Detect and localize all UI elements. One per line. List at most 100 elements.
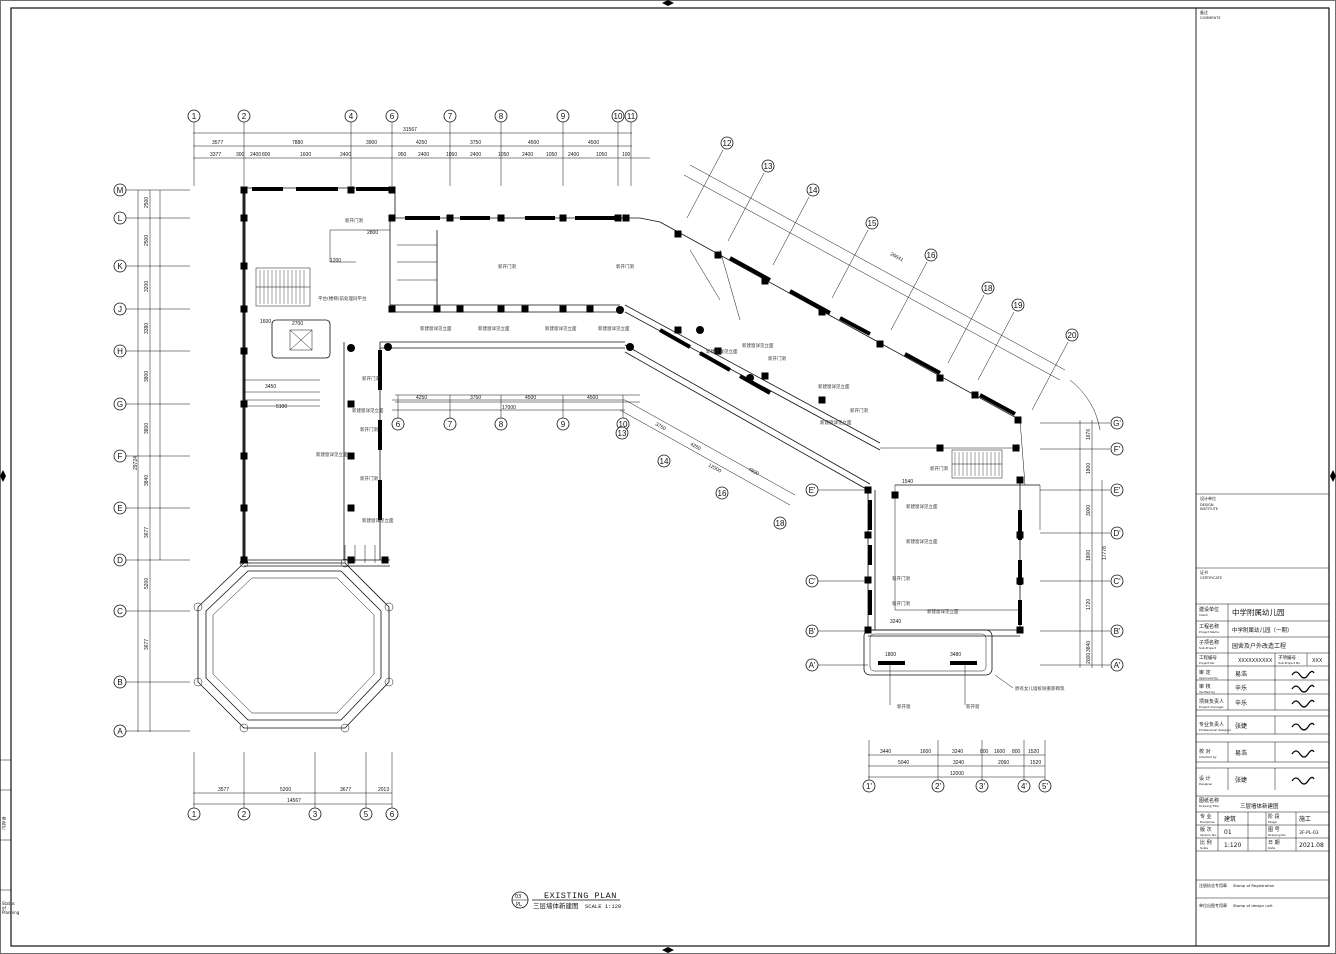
grid-axis-diag-20: 20 <box>1065 328 1079 342</box>
tb-subproject_label_en: Sub-Project <box>1199 646 1217 650</box>
dim-top2-3: 800 <box>262 152 271 158</box>
tb-approved_label_en: Approved by <box>1199 676 1218 680</box>
grid-axis-right-6: A' <box>1110 658 1124 672</box>
dim-top2-15: 100 <box>622 152 631 158</box>
column-46 <box>1016 531 1024 539</box>
tb-cert-en: CERTIFICATE <box>1200 576 1222 580</box>
dim-left-1: 2500 <box>144 235 150 246</box>
tb-discipline-label: 专 业 <box>1200 813 1212 820</box>
column-42 <box>864 531 872 539</box>
dim-top2-12: 1050 <box>546 152 557 158</box>
column-13 <box>497 214 505 222</box>
grid-axis-left-J: J <box>113 302 127 316</box>
tb-pm_label_en: Project manager <box>1199 705 1224 709</box>
center-mark-top <box>662 0 674 6</box>
signature-mark-1 <box>1291 684 1315 693</box>
grid-axis-rb-2-label: 3' <box>979 782 985 791</box>
grid-axis-left-A-label: A <box>117 727 123 736</box>
tb-date-label-en: Date <box>1268 846 1275 850</box>
dim-right-4: 1720 <box>1086 599 1092 610</box>
tb-designer: 张婕 <box>1235 776 1247 784</box>
column-round-1 <box>384 343 392 351</box>
grid-axis-top-11: 11 <box>624 109 638 123</box>
grid-axis-rb-3: 4' <box>1017 779 1031 793</box>
grid-axis-diag-12: 12 <box>720 136 734 150</box>
grid-axis-bottom-2-label: 2 <box>242 810 247 819</box>
column-16 <box>622 214 630 222</box>
grid-axis-rb-4: 5' <box>1038 779 1052 793</box>
note-new-window-10: 新建窗详见立面 <box>818 383 850 390</box>
center-mark-right <box>1330 470 1336 482</box>
column-30 <box>714 251 722 259</box>
dim-rb1-3: 800 <box>980 749 989 755</box>
grid-axis-top-6-label: 6 <box>390 112 395 121</box>
tb-project-no-label-en: Project No. <box>1199 661 1215 665</box>
grid-axis-top-1: 1 <box>187 109 201 123</box>
note-new-door-3: 新开门洞 <box>616 263 634 270</box>
note-new-window-12: 新建窗详见立面 <box>906 503 938 510</box>
grid-axis-diag-13: 13 <box>761 159 775 173</box>
grid-axis-left-C-label: C <box>117 607 123 616</box>
column-27 <box>347 556 355 564</box>
grid-axis-left-M: M <box>113 183 127 197</box>
column-21 <box>521 305 529 313</box>
dim-top-total: 31567 <box>403 127 417 133</box>
dim-top1-2: 3900 <box>366 140 377 146</box>
column-14 <box>559 214 567 222</box>
tb-drawing-title: 三层墙体新建图 <box>1240 802 1279 810</box>
column-43 <box>864 576 872 584</box>
grid-axis-wing-3-label: B' <box>809 627 816 636</box>
tb-discipline-label-en: Discipline <box>1200 820 1215 824</box>
note-new-window-13: 新建窗详见立面 <box>906 538 938 545</box>
column-37 <box>674 326 682 334</box>
dim-rb1-5: 800 <box>1012 749 1021 755</box>
grid-axis-bottom-1-label: 1 <box>192 810 197 819</box>
dim-diag-total: 26641 <box>889 251 904 263</box>
grid-axis-left-L: L <box>113 211 127 225</box>
dim-left-8: 5200 <box>144 578 150 589</box>
column-15 <box>614 214 622 222</box>
grid-axis-left-E: E <box>113 501 127 515</box>
grid-axis-left-J-label: J <box>118 305 122 314</box>
grid-axis-diag-15-label: 15 <box>868 219 877 228</box>
grid-axis-right-1: F' <box>1110 442 1124 456</box>
column-9 <box>347 186 355 194</box>
column-6 <box>240 452 248 460</box>
grid-axis-diag-12-label: 12 <box>723 139 732 148</box>
dim-bottom-0: 3577 <box>218 787 229 793</box>
signature-mark-2 <box>1291 699 1315 708</box>
structural-columns <box>240 186 1024 634</box>
tb-prof_label: 专业负责人 <box>1199 721 1224 728</box>
dim-bottom-2: 3677 <box>340 787 351 793</box>
tb-prof_label_en: Professional designer <box>1199 728 1232 732</box>
column-49 <box>936 444 944 452</box>
tb-verified: 辛乐 <box>1235 684 1247 692</box>
grid-axis-rb-2: 3' <box>975 779 989 793</box>
column-17 <box>388 305 396 313</box>
column-28 <box>381 556 389 564</box>
dim-top1-1: 7880 <box>292 140 303 146</box>
grid-axis-wing-0-label: E' <box>809 486 816 495</box>
tb-client_label: 建设单位 <box>1199 606 1219 613</box>
grid-axis-wing-4-label: A' <box>809 661 816 670</box>
grid-axis-top-2: 2 <box>237 109 251 123</box>
note-new-door-4: 新开门洞 <box>362 375 380 382</box>
dim-left-5: 3800 <box>144 423 150 434</box>
grid-axis-right-2: E' <box>1110 483 1124 497</box>
grid-axis-top-9-label: 9 <box>561 112 566 121</box>
tb-version-label-en: Version No. <box>1200 833 1217 837</box>
column-11 <box>388 214 396 222</box>
column-round-2 <box>616 306 624 314</box>
right-grid-axes: G'F'E'D'C'B'A' <box>1040 416 1124 672</box>
note-new-window-2: 新建窗详见立面 <box>478 325 510 332</box>
grid-axis-top-8-label: 8 <box>499 112 504 121</box>
grid-axis-mid-6-label: 6 <box>396 420 401 429</box>
diagonal-wing <box>624 221 1101 491</box>
dim-rb1-4: 1600 <box>994 749 1005 755</box>
tb-approved_label: 审 定 <box>1199 669 1211 676</box>
